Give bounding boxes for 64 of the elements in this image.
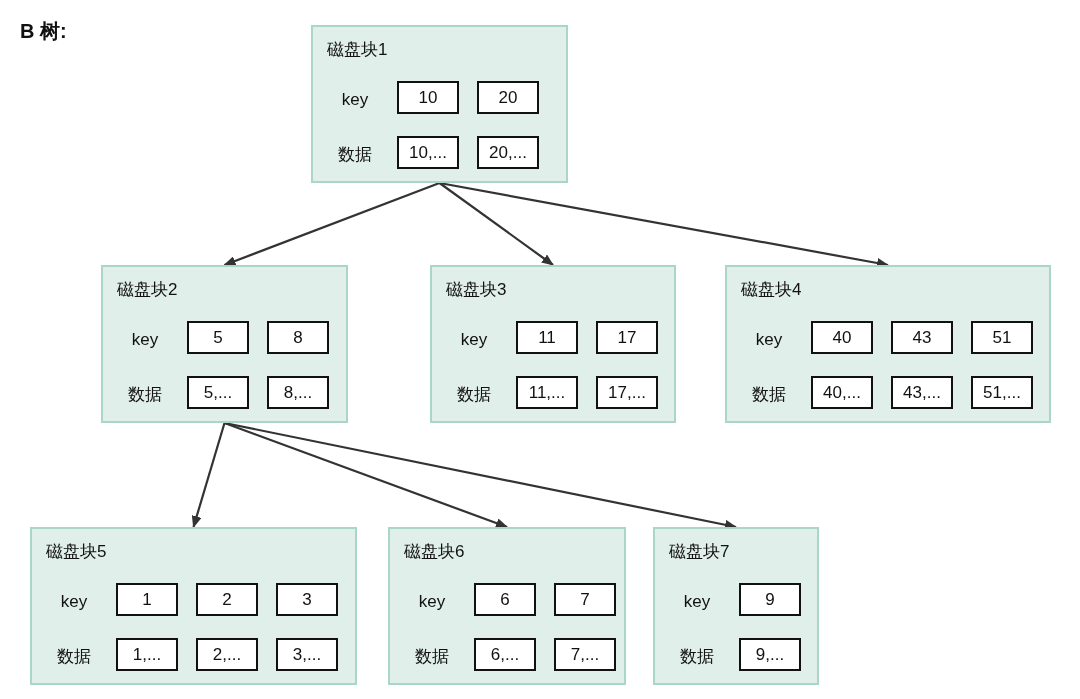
value-cell: 10 [397, 81, 459, 114]
arrow [438, 182, 554, 266]
block-title: 磁盘块6 [404, 541, 465, 563]
disk-block [725, 265, 1051, 423]
disk-block [388, 527, 626, 685]
arrow [223, 181, 440, 267]
value-cell: 6,... [474, 638, 536, 671]
row-label: 数据 [414, 646, 450, 668]
value-cell: 17,... [596, 376, 658, 409]
disk-block [311, 25, 568, 183]
value-cell: 2 [196, 583, 258, 616]
value-cell: 40 [811, 321, 873, 354]
block-title: 磁盘块2 [117, 279, 178, 301]
value-cell: 3,... [276, 638, 338, 671]
block-title: 磁盘块4 [741, 279, 802, 301]
value-cell: 43 [891, 321, 953, 354]
value-cell: 11,... [516, 376, 578, 409]
row-label: 数据 [751, 384, 787, 406]
value-cell: 43,... [891, 376, 953, 409]
arrow [224, 421, 737, 530]
block-title: 磁盘块3 [446, 279, 507, 301]
diagram-title: B 树: [20, 19, 67, 44]
value-cell: 51,... [971, 376, 1033, 409]
value-cell: 17 [596, 321, 658, 354]
value-cell: 20 [477, 81, 539, 114]
value-cell: 3 [276, 583, 338, 616]
value-cell: 1 [116, 583, 178, 616]
value-cell: 2,... [196, 638, 258, 671]
value-cell: 7,... [554, 638, 616, 671]
block-title: 磁盘块5 [46, 541, 107, 563]
value-cell: 5 [187, 321, 249, 354]
arrow [191, 422, 226, 528]
row-label: key [340, 89, 370, 111]
block-title: 磁盘块7 [669, 541, 730, 563]
value-cell: 11 [516, 321, 578, 354]
value-cell: 10,... [397, 136, 459, 169]
arrow [224, 421, 508, 529]
value-cell: 8 [267, 321, 329, 354]
disk-block [30, 527, 357, 685]
row-label: 数据 [127, 384, 163, 406]
row-label: 数据 [679, 646, 715, 668]
value-cell: 51 [971, 321, 1033, 354]
value-cell: 5,... [187, 376, 249, 409]
value-cell: 6 [474, 583, 536, 616]
row-label: key [754, 329, 784, 351]
disk-block [101, 265, 348, 423]
value-cell: 20,... [477, 136, 539, 169]
row-label: 数据 [337, 144, 373, 166]
value-cell: 8,... [267, 376, 329, 409]
row-label: key [59, 591, 89, 613]
value-cell: 40,... [811, 376, 873, 409]
value-cell: 9,... [739, 638, 801, 671]
row-label: key [417, 591, 447, 613]
row-label: key [459, 329, 489, 351]
row-label: 数据 [456, 384, 492, 406]
disk-block [430, 265, 676, 423]
row-label: 数据 [56, 646, 92, 668]
value-cell: 7 [554, 583, 616, 616]
row-label: key [130, 329, 160, 351]
block-title: 磁盘块1 [327, 39, 388, 61]
disk-block [653, 527, 819, 685]
value-cell: 9 [739, 583, 801, 616]
value-cell: 1,... [116, 638, 178, 671]
row-label: key [682, 591, 712, 613]
